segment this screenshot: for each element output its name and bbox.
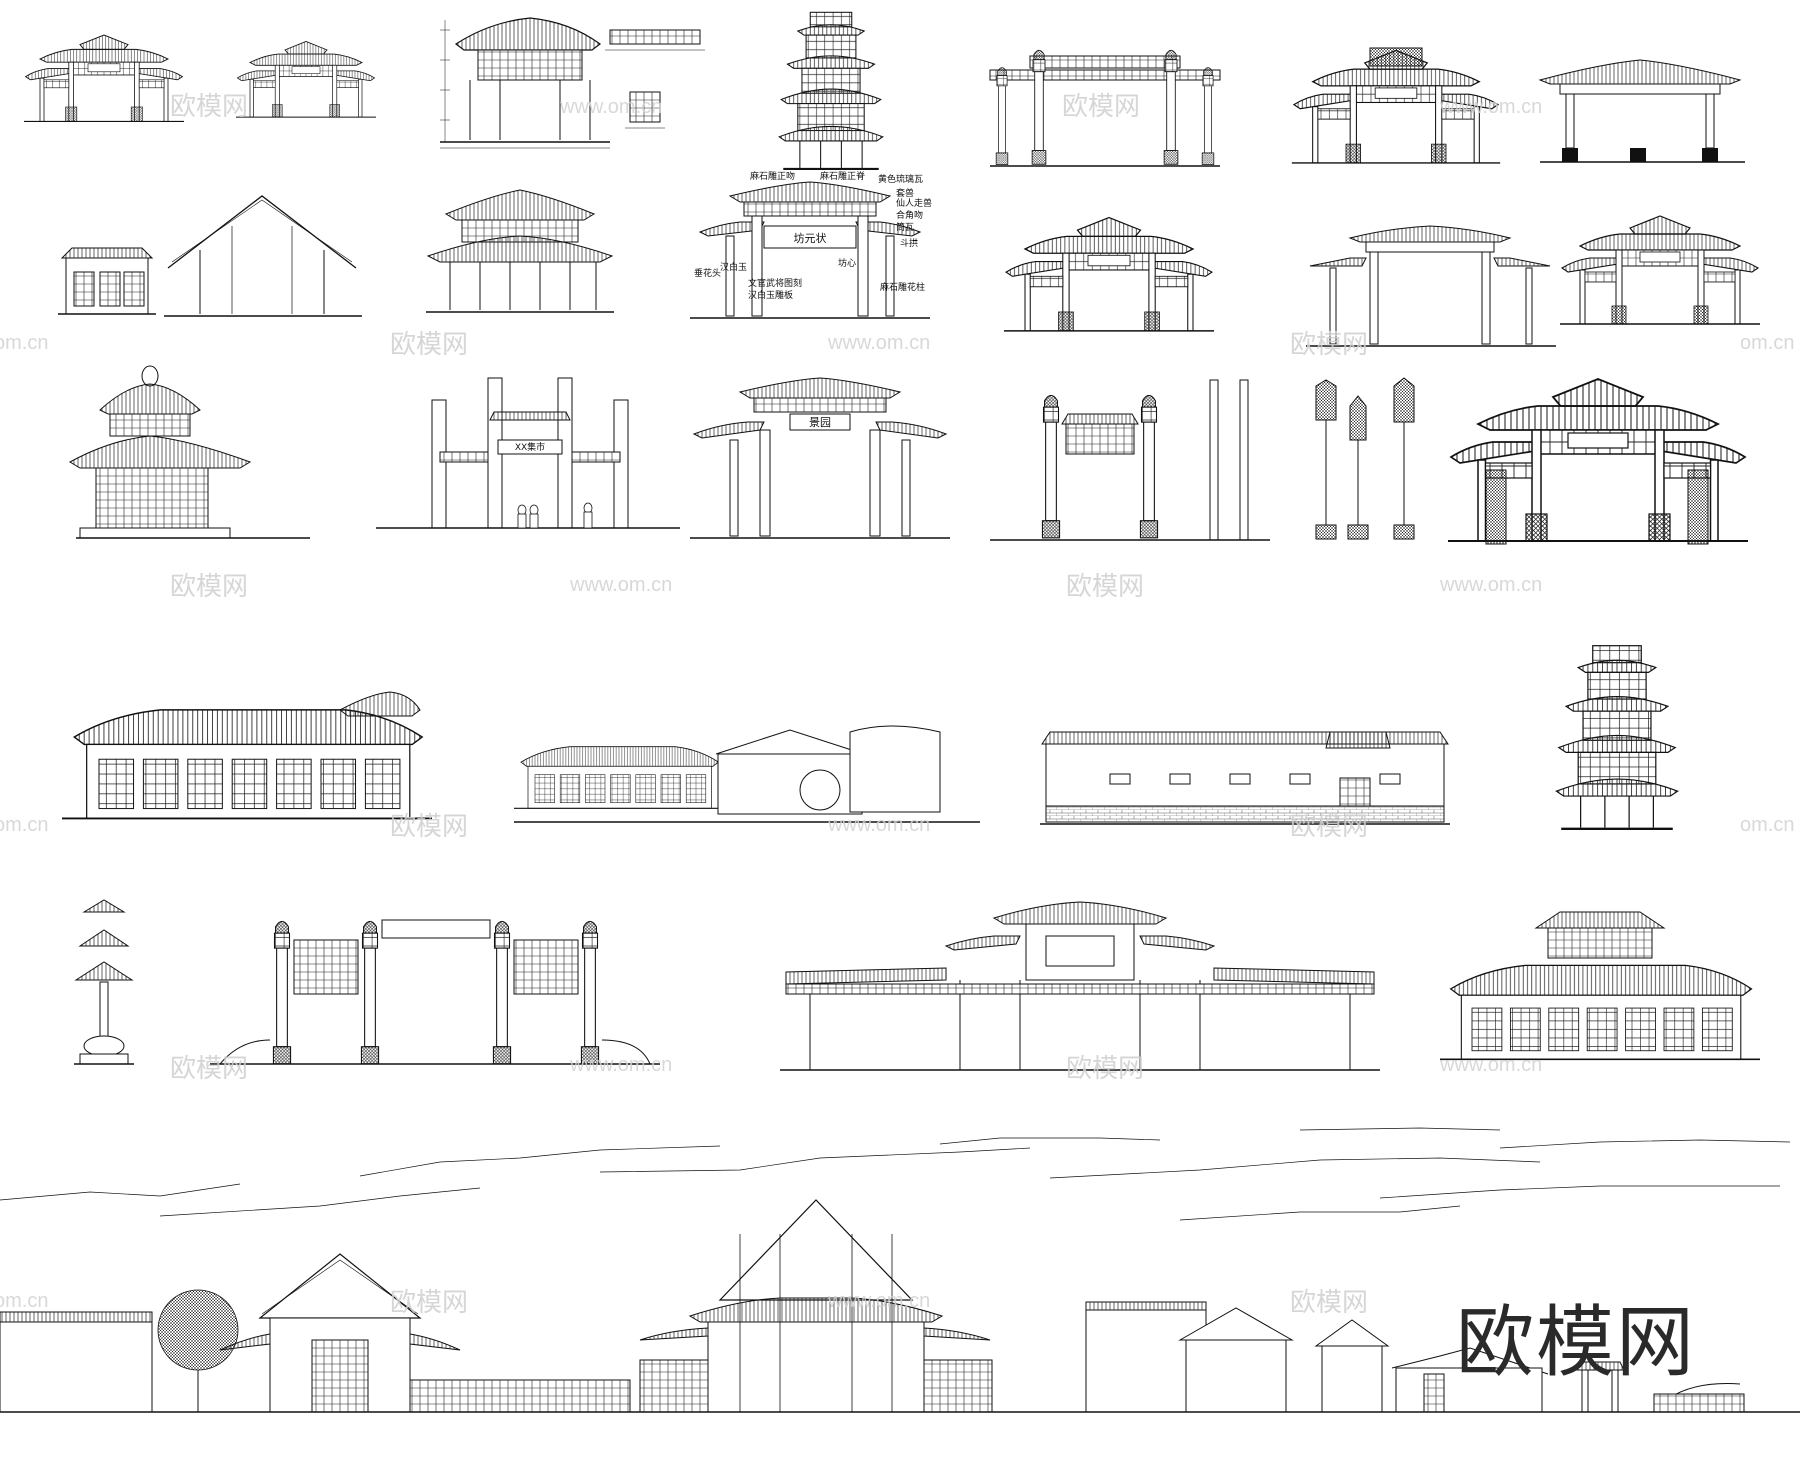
panel-gate-jingyuan: 景园 xyxy=(690,377,950,539)
panel-paifang-a xyxy=(24,34,184,123)
annotation-0: 麻石雕正吻 xyxy=(750,170,795,182)
panel-long-wall-building xyxy=(1040,731,1450,825)
panel-small-house xyxy=(58,247,156,315)
annotation-8: 汉白玉 xyxy=(720,261,747,273)
panel-paifang-d xyxy=(1004,216,1214,332)
panel-double-eave-hall xyxy=(426,189,614,313)
panel-annotated-paifang: 坊元状 麻石雕正吻 麻石雕正脊 黄色琉璃瓦 套兽 仙人走兽 合角吻 筒瓦 垂花头… xyxy=(690,170,932,319)
panel-paifang-b xyxy=(236,40,376,118)
annotations-group: 麻石雕正吻 麻石雕正脊 黄色琉璃瓦 套兽 仙人走兽 合角吻 筒瓦 垂花头 汉白玉… xyxy=(694,170,932,301)
panel-gable-section xyxy=(164,195,362,317)
panel-paifang-c xyxy=(989,49,1221,167)
panel-pillars-elevation xyxy=(990,379,1270,541)
panel-skyline-elevation xyxy=(0,1199,1800,1413)
panel-paifang-f xyxy=(1560,215,1760,325)
panel-skyline-cloud-lines xyxy=(0,1127,1791,1221)
panel-courtyard-wall xyxy=(514,725,980,823)
panel-round-pavilion xyxy=(68,365,310,539)
panel-paifang-e xyxy=(1306,225,1556,347)
panel-stone-lantern xyxy=(74,899,134,1065)
annotation-9: 坊心 xyxy=(838,257,856,269)
panel-paifang-ornate xyxy=(1291,47,1501,164)
panel-section-pavilion xyxy=(440,17,610,149)
annotation-2: 黄色琉璃瓦 xyxy=(878,173,923,185)
annotation-5: 合角吻 xyxy=(896,209,923,221)
panel-detail-small xyxy=(605,29,705,129)
annotation-13: 麻石雕花柱 xyxy=(880,281,925,293)
annotation-10: 文官武将图刻 xyxy=(748,277,802,289)
panel-gate-with-corridors xyxy=(780,901,1380,1071)
panel-tall-pillars-gate: XX集市 xyxy=(376,377,680,529)
annotation-1: 麻石雕正脊 xyxy=(820,170,865,182)
annotation-6: 筒瓦 xyxy=(896,221,914,233)
panel-long-hall-a xyxy=(62,691,432,820)
gate-sign-c: 景园 xyxy=(809,416,831,429)
annotation-4: 仙人走兽 xyxy=(896,197,932,209)
annotation-12: 斗拱 xyxy=(900,237,918,249)
panel-temple-hall xyxy=(1440,911,1760,1061)
panel-tower-b xyxy=(1556,646,1677,829)
panel-pillar-gate-wide xyxy=(210,919,660,1065)
annotation-7: 垂花头 xyxy=(694,267,721,279)
panel-tower-a xyxy=(778,11,884,170)
panel-grand-paifang xyxy=(1448,377,1748,545)
panel-lantern-posts xyxy=(1315,377,1415,540)
brand-logo: 欧模网 xyxy=(1455,1298,1696,1388)
gate-sign-b: XX集市 xyxy=(515,441,545,453)
panel-paifang-simple xyxy=(1538,59,1745,163)
gate-plaque-label: 坊元状 xyxy=(794,231,827,245)
annotation-3: 套兽 xyxy=(896,187,914,199)
annotation-11: 汉白玉雕板 xyxy=(748,289,793,301)
